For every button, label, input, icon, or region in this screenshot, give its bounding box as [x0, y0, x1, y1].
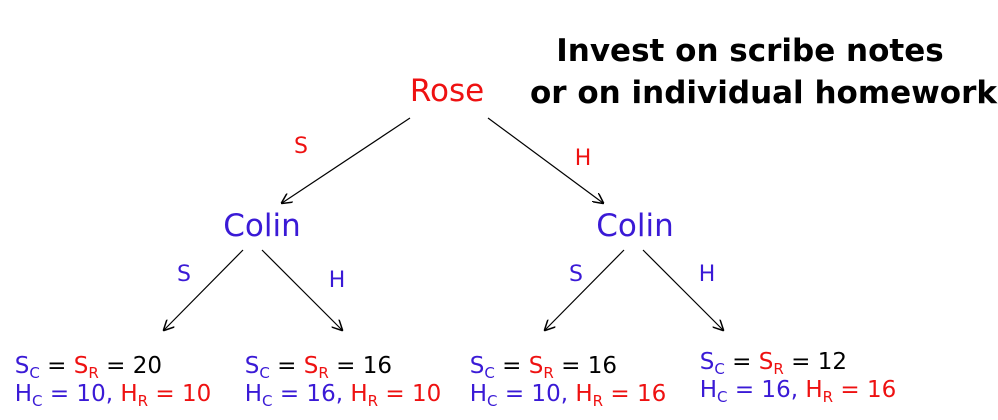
node-colin-right: Colin [596, 208, 674, 244]
hc-label: HC [469, 381, 498, 410]
edge-label-colin-left-h: H [328, 268, 346, 293]
edge-label-rose-s: S [294, 134, 308, 159]
hr-value: = 16 [833, 377, 897, 403]
edge-right-s [545, 249, 625, 330]
hc-label: HC [699, 377, 728, 406]
hr-label: HR [805, 377, 834, 406]
s-value: 12 [817, 349, 847, 375]
hr-label: HR [120, 381, 149, 410]
sc-label: SC [469, 353, 495, 382]
payoff-h-s: SC = SR = 16 HC = 10, HR = 16 [469, 353, 667, 410]
hr-value: = 10 [378, 381, 442, 407]
hr-value: = 10 [148, 381, 212, 407]
hr-label: HR [575, 381, 604, 410]
hc-label: HC [244, 381, 273, 410]
hr-label: HR [350, 381, 379, 410]
sr-label: SR [528, 353, 554, 382]
sr-label: SR [303, 353, 329, 382]
title-line-1: Invest on scribe notes [556, 33, 944, 69]
sr-label: SR [73, 353, 99, 382]
sc-label: SC [14, 353, 40, 382]
edge-left-s [164, 249, 244, 330]
hr-value: = 16 [603, 381, 667, 407]
s-value: 20 [132, 353, 162, 379]
sc-label: SC [244, 353, 270, 382]
edge-label-colin-right-h: H [698, 262, 716, 287]
edge-root-left [282, 117, 411, 203]
s-value: 16 [587, 353, 617, 379]
hc-value: = 10, [42, 381, 121, 407]
edge-label-colin-right-s: S [569, 262, 583, 287]
payoff-s-s: SC = SR = 20 HC = 10, HR = 10 [14, 353, 212, 410]
payoff-s-h: SC = SR = 16 HC = 16, HR = 10 [244, 353, 442, 410]
sc-label: SC [699, 349, 725, 378]
hc-value: = 16, [272, 381, 351, 407]
hc-label: HC [14, 381, 43, 410]
sr-label: SR [758, 349, 784, 378]
edge-right-h [642, 249, 723, 330]
edge-label-rose-h: H [574, 146, 592, 171]
hc-value: = 16, [727, 377, 806, 403]
payoff-h-h: SC = SR = 12 HC = 16, HR = 16 [699, 349, 897, 406]
edge-label-colin-left-s: S [177, 262, 191, 287]
hc-value: = 10, [497, 381, 576, 407]
question-title: Invest on scribe notes or on individual … [530, 30, 998, 114]
title-line-2: or on individual homework? [530, 75, 998, 111]
edge-left-h [261, 249, 342, 330]
s-value: 16 [362, 353, 392, 379]
edge-root-right [487, 117, 603, 203]
node-colin-left: Colin [223, 208, 301, 244]
node-rose: Rose [409, 73, 485, 109]
